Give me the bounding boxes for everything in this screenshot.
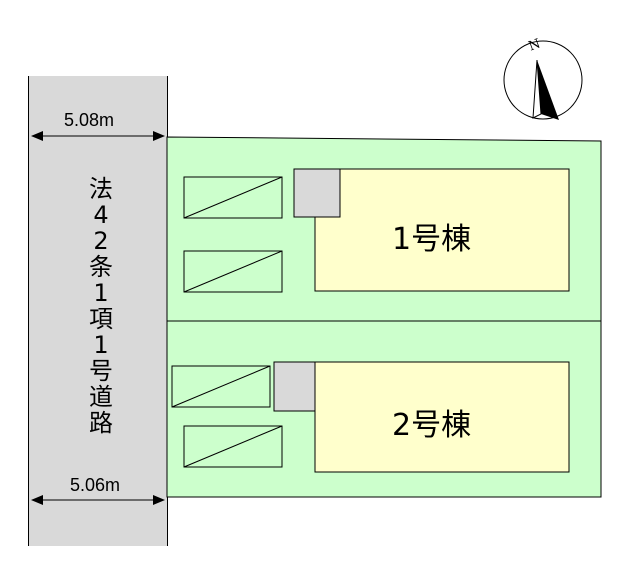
road-label-char: 条 xyxy=(89,253,113,281)
road-label-char: 1 xyxy=(93,279,109,307)
road-width-bottom: 5.06m xyxy=(70,475,121,495)
road-strip xyxy=(28,76,167,546)
road-label: 法 4 2 条 1 項 1 号 道 路 xyxy=(78,176,124,436)
entrance-2 xyxy=(273,361,316,412)
building-1-label: 1号棟 xyxy=(392,222,472,257)
parking-space xyxy=(171,365,271,408)
road-label-char: 号 xyxy=(89,357,113,385)
road-label-char: 1 xyxy=(93,331,109,359)
road-label-char: 道 xyxy=(89,383,113,411)
parking-space xyxy=(183,425,283,468)
building-2 xyxy=(314,361,570,473)
building-2-label: 2号棟 xyxy=(392,408,472,443)
dimension-arrow-bottom xyxy=(31,495,165,505)
road-label-char: 法 xyxy=(89,175,113,203)
parking-space xyxy=(183,250,283,293)
entrance-1 xyxy=(293,168,341,218)
compass-icon xyxy=(503,40,583,120)
road-label-char: 4 xyxy=(93,201,109,229)
road-width-top: 5.08m xyxy=(64,110,115,130)
building-1 xyxy=(314,168,570,292)
dimension-arrow-top xyxy=(31,131,165,141)
parking-space xyxy=(183,176,283,219)
road-label-char: 項 xyxy=(89,305,113,333)
road-label-char: 2 xyxy=(93,227,109,255)
road-label-char: 路 xyxy=(89,409,113,437)
